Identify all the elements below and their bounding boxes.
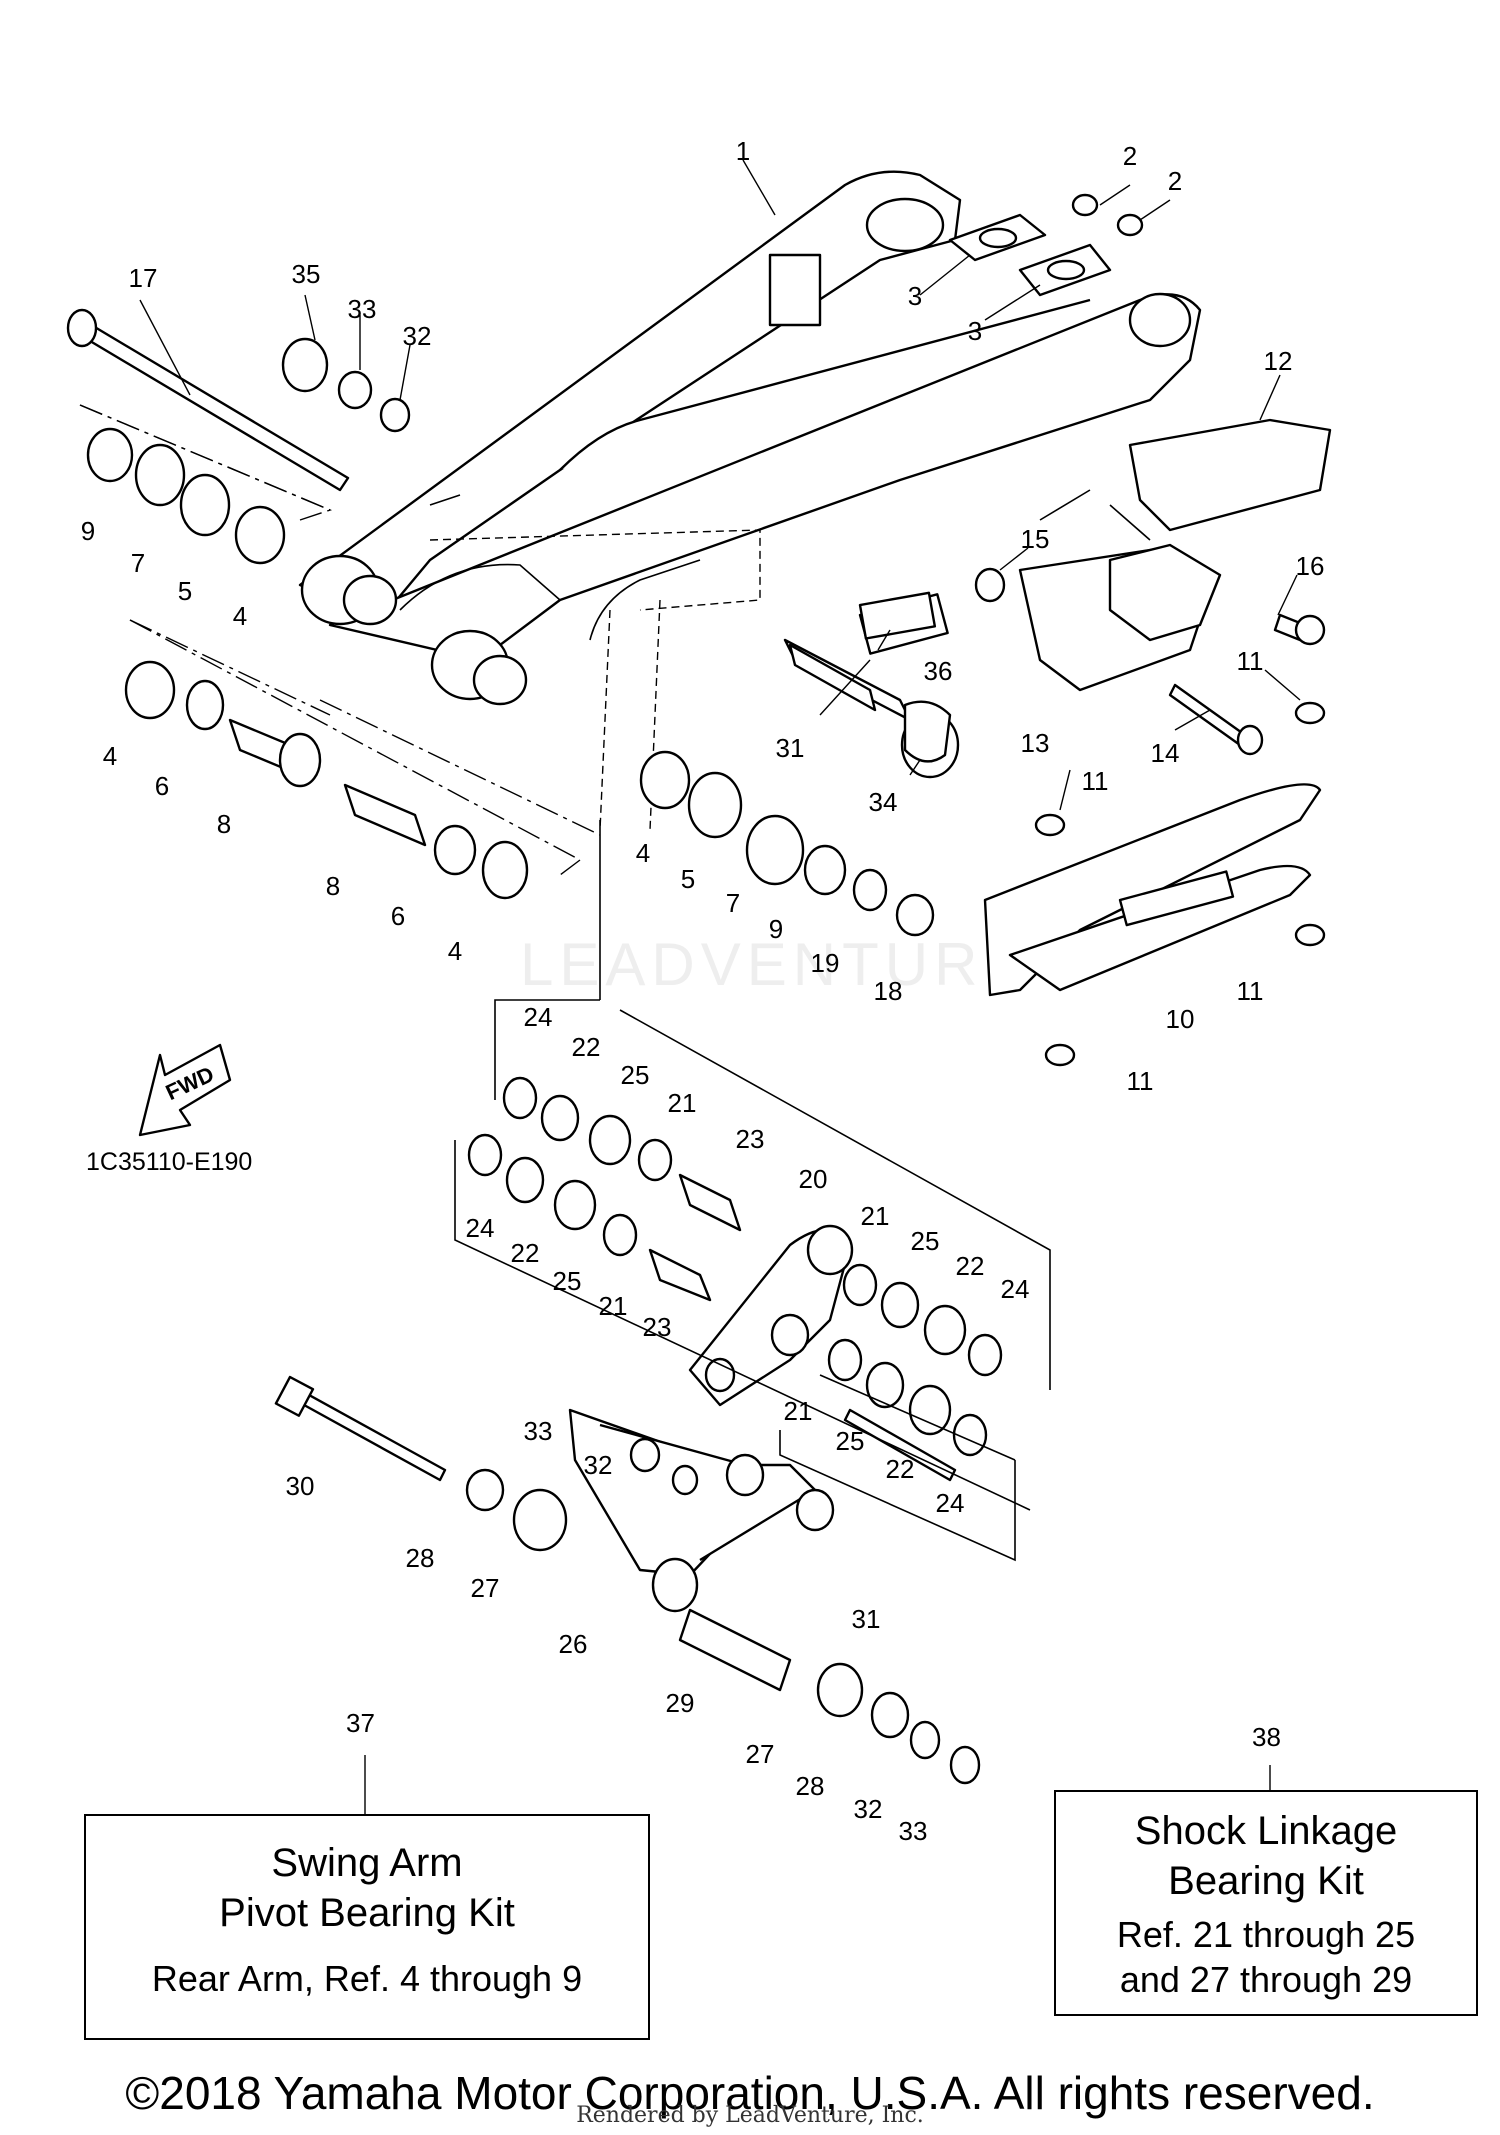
kit-37-title-2: Pivot Bearing Kit: [219, 1891, 515, 1935]
kit-38-title-1: Shock Linkage: [1134, 1809, 1398, 1853]
callout-24c: 24: [1001, 1274, 1030, 1304]
callout-26: 26: [559, 1629, 588, 1659]
callout-35: 35: [292, 259, 321, 289]
callout-23b: 23: [643, 1312, 672, 1342]
callout-29: 29: [666, 1688, 695, 1718]
callout-28a: 28: [406, 1543, 435, 1573]
callout-12: 12: [1264, 346, 1293, 376]
callout-4c: 4: [448, 936, 462, 966]
callout-8b: 8: [326, 871, 340, 901]
callout-25a: 25: [621, 1060, 650, 1090]
callout-20: 20: [799, 1164, 828, 1194]
callout-10: 10: [1166, 1004, 1195, 1034]
callout-33a: 33: [348, 294, 377, 324]
callout-15: 15: [1021, 524, 1050, 554]
leader-lines: [139, 159, 1301, 811]
callout-32a: 32: [403, 321, 432, 351]
diagram-code: 1C35110-E190: [86, 1148, 253, 1176]
callout-3b: 3: [968, 316, 982, 346]
callout-16: 16: [1296, 551, 1325, 581]
grouping-lines: [79, 404, 1151, 1562]
rendered-by-credit: Rendered by LeadVenture, Inc.: [576, 2103, 924, 2128]
callout-22c: 22: [956, 1251, 985, 1281]
kit-38-detail-1: Ref. 21 through 25: [1116, 1914, 1416, 1955]
callout-21d: 21: [784, 1396, 813, 1426]
leadventure-watermark: LEADVENTURE: [520, 931, 1030, 998]
callout-25d: 25: [836, 1426, 865, 1456]
callout-4a: 4: [233, 601, 247, 631]
bolts-and-fasteners: [788, 193, 1326, 1067]
callout-11a: 11: [1237, 646, 1264, 676]
callout-4d: 4: [636, 838, 650, 868]
callout-4b: 4: [103, 741, 117, 771]
callout-1: 1: [736, 136, 750, 166]
callout-21b: 21: [599, 1291, 628, 1321]
callout-24d: 24: [936, 1488, 965, 1518]
relay-arm: [688, 1224, 854, 1407]
callout-22d: 22: [886, 1454, 915, 1484]
kit-38-detail-2: and 27 through 29: [1119, 1959, 1413, 2000]
callout-6b: 6: [391, 901, 405, 931]
callout-9a: 9: [81, 516, 95, 546]
kit-37-title-1: Swing Arm: [271, 1841, 463, 1885]
callout-7b: 7: [726, 888, 740, 918]
callout-21a: 21: [668, 1088, 697, 1118]
callout-9b: 9: [769, 914, 783, 944]
callout-22a: 22: [572, 1032, 601, 1062]
callout-24b: 24: [466, 1213, 495, 1243]
callout-6a: 6: [155, 771, 169, 801]
callout-3a: 3: [908, 281, 922, 311]
callout-21c: 21: [861, 1201, 890, 1231]
kit-37-detail: Rear Arm, Ref. 4 through 9: [151, 1958, 583, 1999]
callout-30: 30: [286, 1471, 315, 1501]
callout-27a: 27: [471, 1573, 500, 1603]
copyright-notice: ©2018 Yamaha Motor Corporation, U.S.A. A…: [125, 2067, 1375, 2119]
callout-2a: 2: [1123, 141, 1137, 171]
callout-labels: 1 2 2 3 3 4 4 4 4 5 5 6 6 7 7 8 8 9 9 10…: [81, 136, 1325, 1846]
shock-linkage-bearing-kit-box: Shock Linkage Bearing Kit Ref. 21 throug…: [1054, 1790, 1478, 2016]
chain-guide: [983, 783, 1322, 997]
callout-2b: 2: [1168, 166, 1182, 196]
callout-25c: 25: [911, 1226, 940, 1256]
callout-5a: 5: [178, 576, 192, 606]
callout-36: 36: [924, 656, 953, 686]
callout-7a: 7: [131, 548, 145, 578]
kit-37-number: 37: [346, 1708, 375, 1738]
callout-31a: 31: [776, 733, 805, 763]
callout-13: 13: [1021, 728, 1050, 758]
callout-14: 14: [1151, 738, 1180, 768]
callout-22b: 22: [511, 1238, 540, 1268]
callout-25b: 25: [553, 1266, 582, 1296]
callout-32b: 32: [584, 1450, 613, 1480]
callout-27b: 27: [746, 1739, 775, 1769]
callout-28b: 28: [796, 1771, 825, 1801]
callout-34: 34: [869, 787, 898, 817]
callout-33c: 33: [899, 1816, 928, 1846]
kit-38-number: 38: [1252, 1722, 1281, 1752]
pivot-axle: [66, 308, 350, 492]
callout-17: 17: [129, 263, 158, 293]
callout-18: 18: [874, 976, 903, 1006]
callout-24a: 24: [524, 1002, 553, 1032]
callout-5b: 5: [681, 864, 695, 894]
swing-arm: [298, 170, 1202, 831]
callout-11d: 11: [1127, 1066, 1154, 1096]
chain-puller-plates: [858, 418, 1332, 692]
callout-8a: 8: [217, 809, 231, 839]
callout-33b: 33: [524, 1416, 553, 1446]
kit-38-title-2: Bearing Kit: [1168, 1859, 1364, 1903]
callout-32c: 32: [854, 1794, 883, 1824]
callout-11c: 11: [1237, 976, 1264, 1006]
callout-11b: 11: [1082, 766, 1109, 796]
swing-arm-bearing-kit-box: Swing Arm Pivot Bearing Kit Rear Arm, Re…: [84, 1814, 650, 2040]
callout-19: 19: [811, 948, 840, 978]
callout-23a: 23: [736, 1124, 765, 1154]
callout-31b: 31: [852, 1604, 881, 1634]
fwd-arrow-icon: FWD: [138, 1043, 232, 1137]
connecting-rod: [568, 1408, 835, 1613]
linkage-spacer-rings: [467, 1076, 1003, 1457]
